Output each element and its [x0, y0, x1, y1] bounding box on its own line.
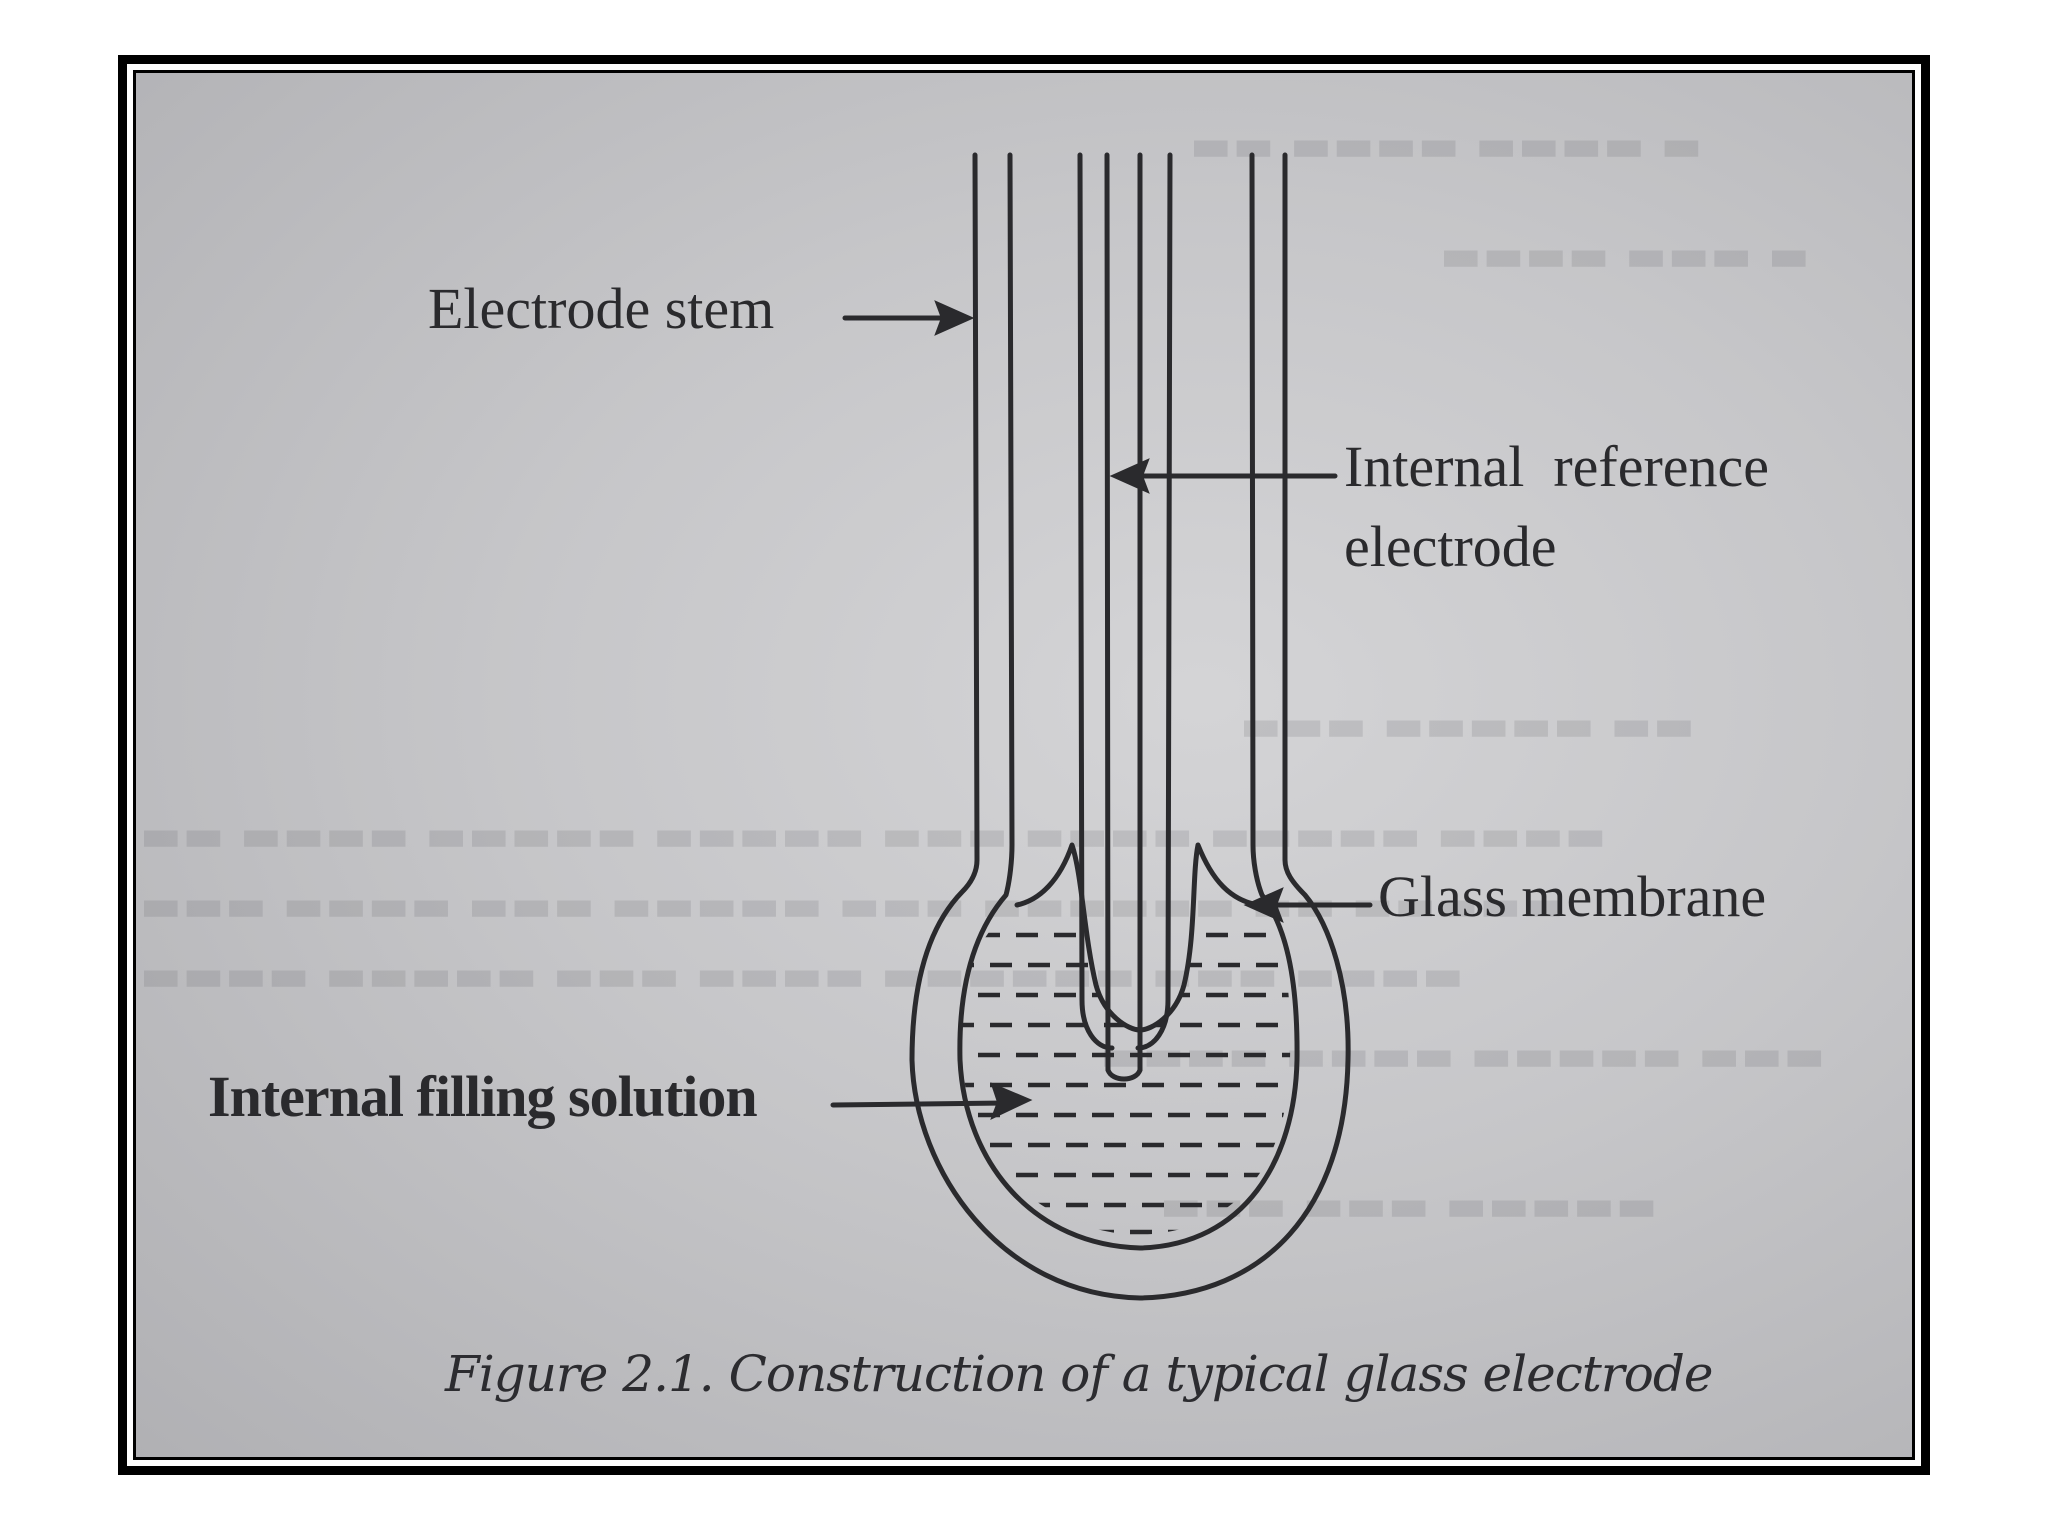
bleed-through-text: ▬▬▬▬ ▬▬▬ ▬ [1440, 230, 1811, 281]
reference-wire-tip [1105, 1067, 1143, 1082]
electrode-stem-arrowhead [934, 300, 975, 336]
bleed-through-text: ▬▬▬ ▬▬▬▬▬ ▬▬ [1240, 700, 1696, 751]
stem-outer-left-wall [909, 152, 1351, 1301]
bleed-through-text: ▬▬▬▬ ▬▬▬▬▬ ▬▬▬ ▬▬▬▬ ▬▬▬▬▬▬ ▬▬▬ ▬▬▬▬ [140, 950, 1465, 1001]
bleed-through-text: ▬▬ ▬▬▬▬ ▬▬▬▬▬ ▬▬▬▬▬ ▬▬▬ ▬▬▬▬ ▬▬▬▬▬ ▬▬▬▬ [140, 810, 1608, 861]
bleed-through-text: ▬▬ ▬▬▬▬ ▬▬▬▬ ▬ [1190, 120, 1704, 171]
internal-reference-label-line2: electrode [1344, 514, 1557, 579]
filling-solution-arrowhead [990, 1082, 1033, 1120]
photo-frame [133, 70, 1915, 1460]
electrode-stem-label: Electrode stem [428, 276, 775, 341]
reference-wire [1104, 152, 1111, 1073]
reference-electrode-tube [1135, 152, 1173, 1051]
stem-inner-wall [957, 152, 1300, 1251]
solution-meniscus [1014, 842, 1261, 1033]
internal-reference-arrowhead [1109, 458, 1150, 494]
filling-solution-arrow [830, 1100, 1008, 1108]
internal-filling-solution-label: Internal filling solution [208, 1064, 758, 1129]
outer-frame [118, 55, 1930, 1475]
paper-texture [136, 73, 1912, 1457]
figure-caption: Figure 2.1. Construction of a typical gl… [445, 1345, 1713, 1403]
internal-reference-label-line1: Internal reference [1344, 434, 1770, 499]
glass-membrane-label: Glass membrane [1378, 864, 1767, 929]
glass-membrane-arrowhead [1243, 887, 1284, 923]
filling-solution-dashes [961, 932, 1291, 1235]
